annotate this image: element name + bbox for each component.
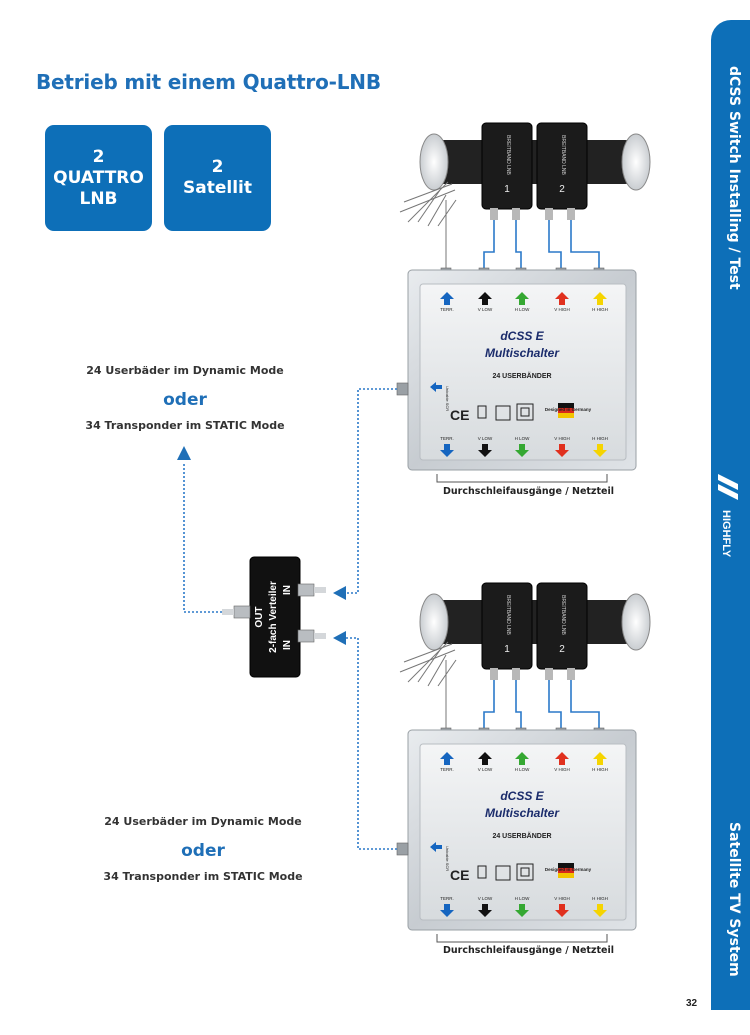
port-label: V LOW: [478, 436, 493, 441]
multiswitch-name: dCSS E: [500, 329, 544, 343]
upper-static-mode: 34 Transponder im STATIC Mode: [85, 419, 285, 432]
upper-dynamic-mode: 24 Userbäder im Dynamic Mode: [86, 364, 284, 377]
port-label: H HIGH: [592, 436, 608, 441]
splitter-name: 2-fach Verteiler: [268, 581, 279, 653]
multiswitch: TERR. V LOW H LOW V HIGH H HIGH dCSS E M…: [396, 729, 637, 931]
splitter-in-label: IN: [282, 585, 293, 595]
port-label: V LOW: [478, 896, 493, 901]
port-label: H HIGH: [592, 896, 608, 901]
certification-icons: CE: [450, 863, 534, 883]
multiswitch-name: dCSS E: [500, 789, 544, 803]
lnb-label: BREITBAND LNB: [560, 595, 566, 635]
input-port-arrows: [440, 752, 607, 765]
page-title: Betrieb mit einem Quattro-LNB: [36, 70, 381, 94]
tile-line: 2: [92, 146, 105, 167]
splitter-in-label: IN: [282, 640, 293, 650]
port-label: H LOW: [515, 436, 531, 441]
germany-flag-icon: [558, 403, 574, 418]
port-label: H LOW: [515, 896, 531, 901]
port-label: TERR.: [440, 436, 454, 441]
lnb-cables: [483, 220, 600, 268]
lnb-label: BREITBAND LNB: [505, 135, 511, 175]
output-label: Unicable SCR: [445, 846, 450, 871]
port-label: V HIGH: [554, 436, 570, 441]
sidebar-top-text: dCSS Switch Installing / Test: [726, 66, 742, 290]
multiswitch: TERR. V LOW H LOW V HIGH H HIGH dCSS E M…: [396, 269, 637, 471]
upper-installation: BREITBAND LNB BREITBAND LNB 1 2: [396, 122, 651, 483]
tile-satellite: 2 Satellit: [164, 125, 271, 231]
tile-line: LNB: [79, 188, 118, 209]
designed-badge: Designed in Germany: [545, 867, 592, 872]
lnb-number: 2: [559, 184, 565, 195]
lower-static-mode: 34 Transponder im STATIC Mode: [103, 870, 303, 883]
splitter: OUT 2-fach Verteiler IN IN: [222, 556, 326, 678]
tile-quattro-lnb: 2 QUATTRO LNB: [45, 125, 152, 231]
multiswitch-name: Multischalter: [485, 346, 560, 360]
splitter-out-label: OUT: [254, 606, 265, 627]
loop-through-caption: Durchschleifausgänge / Netzteil: [443, 486, 614, 497]
arrow-heads: [177, 446, 346, 645]
output-label: Unicable SCR: [445, 386, 450, 411]
port-label: H LOW: [515, 307, 531, 312]
brand-name: HIGHFLY: [720, 510, 732, 558]
terrestrial-antenna: [399, 181, 457, 268]
port-label: TERR.: [440, 896, 454, 901]
port-label: H HIGH: [592, 767, 608, 772]
lower-or: oder: [181, 841, 225, 861]
lnb-number: 1: [504, 644, 510, 655]
multiswitch-subtitle: 24 USERBÄNDER: [492, 372, 551, 380]
port-label: V LOW: [478, 307, 493, 312]
port-label: H HIGH: [592, 307, 608, 312]
loop-through-caption: Durchschleifausgänge / Netzteil: [443, 945, 614, 956]
sidebar-bottom-text: Satellite TV System: [726, 822, 742, 977]
lower-dynamic-mode: 24 Userbäder im Dynamic Mode: [104, 815, 302, 828]
multiswitch-name: Multischalter: [485, 806, 560, 820]
lnb-number: 2: [559, 644, 565, 655]
lnb-label: BREITBAND LNB: [560, 135, 566, 175]
port-label: V HIGH: [554, 896, 570, 901]
port-label: TERR.: [440, 767, 454, 772]
page-number: 32: [686, 998, 698, 1009]
highfly-logo: HIGHFLY: [714, 470, 744, 570]
tile-line: QUATTRO: [53, 167, 144, 188]
tile-line: 2: [211, 157, 224, 177]
lower-installation: BREITBAND LNB BREITBAND LNB 1 2: [396, 582, 651, 943]
multiswitch-subtitle: 24 USERBÄNDER: [492, 832, 551, 840]
input-port-arrows: [440, 292, 607, 305]
port-label: H LOW: [515, 767, 531, 772]
designed-badge: Designed in Germany: [545, 407, 592, 412]
dotted-connections: [183, 388, 397, 850]
lnb-pair: BREITBAND LNB BREITBAND LNB 1 2: [419, 122, 651, 220]
upper-or: oder: [163, 390, 207, 410]
side-tab: [711, 20, 750, 1010]
tile-line: Satellit: [183, 178, 252, 198]
svg-text:CE: CE: [450, 867, 469, 883]
output-port-arrows: [440, 904, 607, 917]
germany-flag-icon: [558, 863, 574, 878]
lnb-cables: [483, 680, 600, 728]
port-label: TERR.: [440, 307, 454, 312]
port-label: V LOW: [478, 767, 493, 772]
port-label: V HIGH: [554, 307, 570, 312]
highfly-logo-icon: HIGHFLY: [718, 474, 738, 558]
lnb-number: 1: [504, 184, 510, 195]
certification-icons: CE: [450, 403, 534, 423]
port-label: V HIGH: [554, 767, 570, 772]
lnb-pair: BREITBAND LNB BREITBAND LNB 1 2: [419, 582, 651, 680]
svg-text:CE: CE: [450, 407, 469, 423]
output-port-arrows: [440, 444, 607, 457]
lnb-label: BREITBAND LNB: [505, 595, 511, 635]
terrestrial-antenna: [399, 641, 457, 728]
